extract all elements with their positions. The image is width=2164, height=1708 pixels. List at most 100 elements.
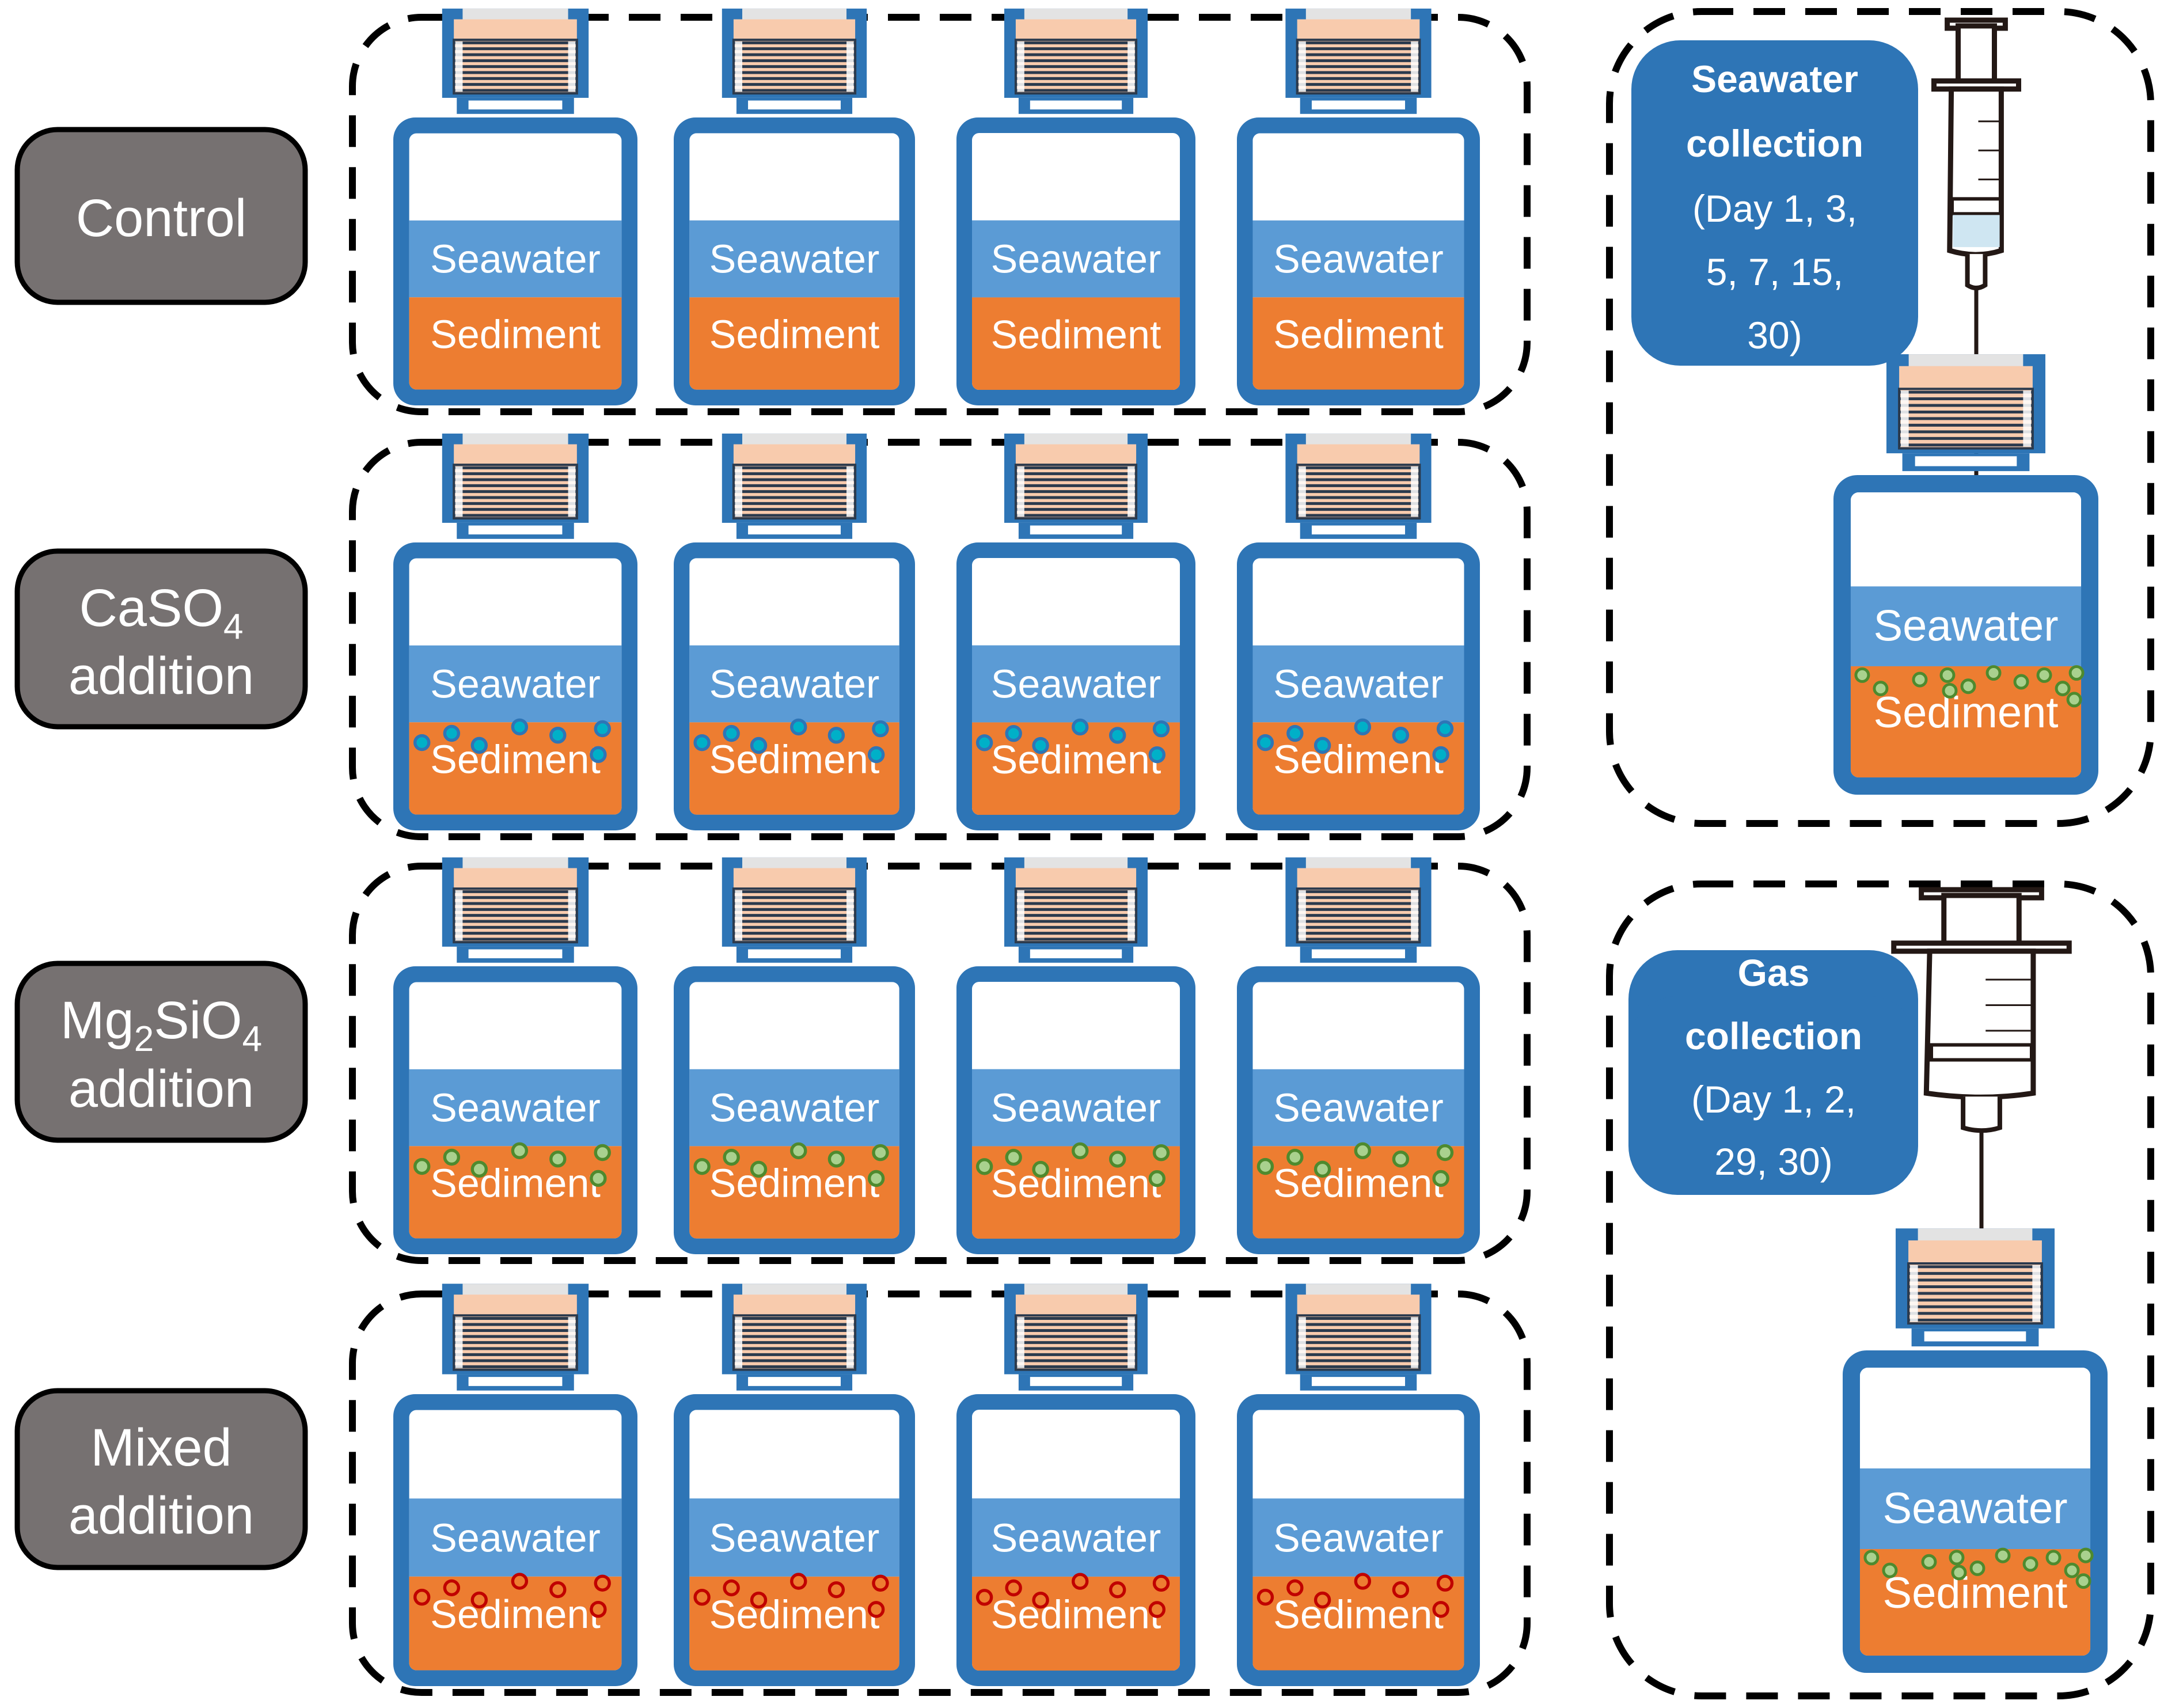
particle-dot: [1032, 1160, 1049, 1178]
particle-dot: [1072, 718, 1089, 736]
seawater-label: Seawater: [1273, 237, 1444, 282]
particle-dot: [470, 1160, 488, 1178]
particle-dot: [827, 1581, 845, 1599]
seawater-label: Seawater: [709, 1085, 880, 1130]
particle-dot: [1005, 725, 1022, 742]
particle-dot: [1354, 1573, 1372, 1590]
particle-dot: [413, 734, 431, 751]
particle-dot: [1072, 1142, 1089, 1160]
particle-dot: [1354, 718, 1372, 736]
particle-dot: [1286, 724, 1304, 742]
sediment-label: Sediment: [991, 1161, 1161, 1206]
label-control: Control: [76, 189, 247, 248]
vial-cap: [1285, 433, 1432, 539]
vial-cap: [442, 857, 589, 963]
particle-dot: [693, 734, 711, 751]
particle-dot: [872, 720, 889, 738]
particle-dot: [1109, 727, 1126, 744]
particle-dot: [1148, 1601, 1166, 1618]
seawater-label: Seawater: [430, 1515, 601, 1560]
particle-dot: [1313, 1591, 1331, 1609]
label-box-caso4: CaSO4 addition: [14, 548, 308, 730]
particle-dot: [594, 1574, 611, 1592]
vial-cap: [442, 1284, 589, 1391]
seawater-layer: [1252, 1069, 1464, 1147]
particle-dot: [975, 1589, 993, 1606]
vial-cap: [442, 433, 589, 539]
seawater-layer: [409, 1498, 622, 1577]
treatment-rows: SeawaterSedimentSeawaterSedimentSeawater…: [349, 8, 1531, 1696]
sediment-layer: [1252, 297, 1464, 390]
particle-dot: [594, 720, 611, 738]
group-labels: Control CaSO4 addition Mg2SiO4 addition …: [14, 127, 308, 1570]
seawater-label: Seawater: [991, 237, 1161, 282]
particle-dot: [1256, 1588, 1274, 1606]
particle-dot: [827, 727, 845, 744]
vial-cap: [1285, 857, 1432, 963]
particle-dot: [1882, 1562, 1898, 1578]
particle-dot: [2013, 674, 2029, 690]
label-mixed: Mixed: [90, 1418, 231, 1477]
particle-dot: [549, 1581, 567, 1599]
particle-dot: [750, 1160, 768, 1178]
sediment-label: Sediment: [709, 1161, 880, 1206]
particle-dot: [2075, 1573, 2091, 1589]
label-mixed-addition: addition: [69, 1486, 254, 1545]
particle-dot: [1951, 1565, 1967, 1581]
particle-dot: [1286, 1579, 1304, 1597]
row-control: SeawaterSedimentSeawaterSedimentSeawater…: [349, 8, 1531, 415]
vial-cap: [1285, 1284, 1432, 1391]
particle-dot: [1432, 746, 1449, 764]
particle-dot: [1939, 667, 1956, 683]
seawater-layer: [971, 1069, 1180, 1147]
seawater-layer: [1859, 1468, 2091, 1550]
particle-dot: [1985, 665, 2002, 681]
sediment-label: Sediment: [1882, 1569, 2067, 1618]
sediment-label: Sediment: [1273, 312, 1444, 356]
particle-dot: [2022, 1556, 2038, 1572]
particle-dot: [790, 1142, 807, 1160]
sediment-label: Sediment: [991, 312, 1161, 357]
particle-dot: [549, 727, 567, 744]
seawater-layer: [689, 220, 899, 298]
particle-dot: [1432, 1601, 1449, 1618]
particle-dot: [1436, 720, 1454, 738]
seawater-layer: [689, 645, 899, 723]
vial-cap: [1285, 8, 1432, 114]
seawater-layer: [971, 1498, 1180, 1577]
particle-dot: [693, 1157, 711, 1175]
sediment-label: Sediment: [430, 312, 601, 356]
sediment-label: Sediment: [430, 737, 601, 781]
particle-dot: [1313, 1160, 1331, 1178]
panel-seawater-collection: Seawater collection (Day 1, 3, 5, 7, 15,…: [1606, 8, 2154, 827]
particle-dot: [2055, 681, 2071, 697]
vial-cap: [722, 1284, 867, 1391]
particle-dot: [1949, 1550, 1965, 1566]
label-mg2sio4-addition: addition: [69, 1060, 254, 1118]
syringe-liquid: [1953, 215, 2000, 248]
vial-cap: [722, 857, 867, 963]
particle-dot: [1392, 1151, 1410, 1168]
particle-dot: [1152, 1144, 1170, 1162]
particle-dot: [1912, 671, 1928, 688]
particle-dot: [590, 1601, 607, 1618]
particle-dot: [1286, 1148, 1304, 1166]
seawater-label: Seawater: [430, 237, 601, 282]
particle-dot: [872, 1574, 889, 1592]
particle-dot: [867, 1601, 885, 1618]
vial-cap: [1004, 8, 1148, 114]
particle-dot: [1854, 667, 1870, 683]
label-box-mixed: Mixed addition: [14, 1388, 308, 1570]
seawater-layer: [1252, 220, 1464, 298]
particle-dot: [1256, 1157, 1274, 1175]
particle-dot: [1152, 1574, 1170, 1592]
particle-dot: [413, 1157, 431, 1175]
particle-dot: [1960, 678, 1976, 694]
